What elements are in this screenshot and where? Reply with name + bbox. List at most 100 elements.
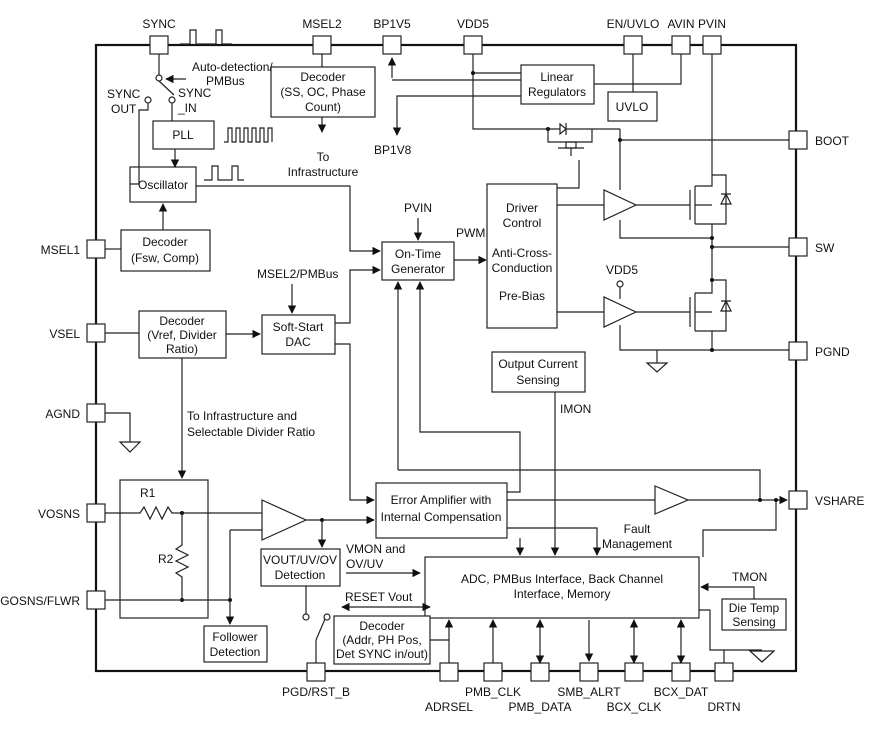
to-infra-divider-line2: Selectable Divider Ratio xyxy=(187,425,315,439)
pin-drtn-label: DRTN xyxy=(707,700,740,714)
pin-adrsel: ADRSEL xyxy=(425,662,473,714)
pin-vdd5: VDD5 xyxy=(457,17,489,55)
soft-start-line1: Soft-Start xyxy=(273,320,324,334)
pin-msel1-label: MSEL1 xyxy=(41,243,81,257)
tmon-label: TMON xyxy=(732,570,767,584)
on-time-line2: Generator xyxy=(391,262,445,276)
vout-det-line2: Detection xyxy=(275,568,326,582)
driver-line2: Control xyxy=(503,216,542,230)
imon-label: IMON xyxy=(560,402,591,416)
sync-out-line1: SYNC xyxy=(107,87,141,101)
pin-gosns: GOSNS/FLWR xyxy=(0,590,106,610)
ocs-line2: Sensing xyxy=(516,373,559,387)
decoder-msel1-line1: Decoder xyxy=(142,235,187,249)
oscillator-block: Oscillator xyxy=(129,166,197,203)
linear-regulators-block: Linear Regulators xyxy=(520,64,595,105)
decoder-msel1-line2: (Fsw, Comp) xyxy=(131,251,199,265)
output-current-sensing-block: Output Current Sensing xyxy=(491,351,586,393)
wires xyxy=(105,54,789,664)
follower-detection-block: Follower Detection xyxy=(203,625,268,663)
error-amplifier-block: Error Amplifier with Internal Compensati… xyxy=(375,482,508,539)
decoder-addr-line3: Det SYNC in/out) xyxy=(336,647,428,661)
pin-pgd-rst: PGD/RST_B xyxy=(282,662,350,699)
decoder-addr-line1: Decoder xyxy=(359,619,404,633)
pin-boot: BOOT xyxy=(788,130,850,150)
follower-line1: Follower xyxy=(212,630,257,644)
pin-msel2-label: MSEL2 xyxy=(302,17,342,31)
pin-vsel-label: VSEL xyxy=(49,327,80,341)
adc-line2: Interface, Memory xyxy=(514,587,611,601)
pin-pgd-rst-label: PGD/RST_B xyxy=(282,685,350,699)
driver-control-block: Driver Control Anti-Cross- Conduction Pr… xyxy=(486,183,558,329)
pin-bcx-dat: BCX_DAT xyxy=(654,662,709,699)
decoder-addr-block: Decoder (Addr, PH Pos, Det SYNC in/out) xyxy=(333,615,431,665)
pin-bcx-clk: BCX_CLK xyxy=(607,662,662,714)
die-temp-line1: Die Temp xyxy=(729,601,780,615)
pin-smb-alrt: SMB_ALRT xyxy=(557,662,621,699)
pin-en-uvlo: EN/UVLO xyxy=(607,17,660,55)
adc-pmbus-block: ADC, PMBus Interface, Back Channel Inter… xyxy=(424,556,700,619)
pll-block: PLL xyxy=(152,120,215,150)
pin-msel2: MSEL2 xyxy=(302,17,342,55)
pin-vdd5-label: VDD5 xyxy=(457,17,489,31)
pin-avin: AVIN xyxy=(667,17,695,55)
r2-label: R2 xyxy=(158,552,174,566)
pin-pgnd: PGND xyxy=(788,341,850,361)
on-time-line1: On-Time xyxy=(395,247,442,261)
pin-en-uvlo-label: EN/UVLO xyxy=(607,17,660,31)
pin-smb-alrt-label: SMB_ALRT xyxy=(557,685,621,699)
pin-vosns: VOSNS xyxy=(38,503,106,523)
auto-detection-line2: PMBus xyxy=(206,74,245,88)
to-infra-divider-line1: To Infrastructure and xyxy=(187,409,297,423)
pin-drtn: DRTN xyxy=(707,662,741,714)
r1-label: R1 xyxy=(140,486,156,500)
vout-detection-block: VOUT/UV/OV Detection xyxy=(260,548,341,587)
decoder-addr-line2: (Addr, PH Pos, xyxy=(342,633,421,647)
bp1v8-label: BP1V8 xyxy=(374,143,412,157)
decoder-msel2-block: Decoder (SS, OC, Phase Count) xyxy=(270,66,376,118)
fault-mgmt-line2: Management xyxy=(602,537,673,551)
pin-bcx-dat-label: BCX_DAT xyxy=(654,685,709,699)
decoder-msel2-line1: Decoder xyxy=(300,70,345,84)
decoder-vsel-line2: (Vref, Divider xyxy=(147,328,217,342)
pin-pmb-clk-label: PMB_CLK xyxy=(465,685,521,699)
decoder-vsel-line1: Decoder xyxy=(159,314,204,328)
resistor-divider-box xyxy=(119,479,209,619)
pvin-internal-label: PVIN xyxy=(404,201,432,215)
decoder-msel1-block: Decoder (Fsw, Comp) xyxy=(120,229,211,272)
pin-agnd: AGND xyxy=(45,403,106,423)
vdd5-internal-label: VDD5 xyxy=(606,263,638,277)
pin-pmb-data-label: PMB_DATA xyxy=(509,700,572,714)
error-amp-line2: Internal Compensation xyxy=(381,510,502,524)
sync-in-line1: SYNC xyxy=(178,86,212,100)
pin-vsel: VSEL xyxy=(49,323,106,343)
pin-sync-label: SYNC xyxy=(142,17,176,31)
pin-gosns-label: GOSNS/FLWR xyxy=(0,594,80,608)
oscillator-label: Oscillator xyxy=(138,178,188,192)
soft-start-line2: DAC xyxy=(285,335,311,349)
error-amp-line1: Error Amplifier with xyxy=(391,493,492,507)
vmon-line2: OV/UV xyxy=(346,557,383,571)
pin-vshare-label: VSHARE xyxy=(815,494,864,508)
pin-bcx-clk-label: BCX_CLK xyxy=(607,700,662,714)
pin-bp1v5-label: BP1V5 xyxy=(373,17,411,31)
driver-line3: Anti-Cross- xyxy=(492,246,552,260)
pin-sw-label: SW xyxy=(815,241,835,255)
decoder-vsel-block: Decoder (Vref, Divider Ratio) xyxy=(138,310,227,359)
vmon-line1: VMON and xyxy=(346,542,405,556)
follower-line2: Detection xyxy=(210,645,261,659)
on-time-generator-block: On-Time Generator xyxy=(381,241,455,281)
die-temp-line2: Sensing xyxy=(732,615,775,629)
pin-avin-label: AVIN xyxy=(667,17,694,31)
ocs-line1: Output Current xyxy=(498,357,578,371)
pin-sw: SW xyxy=(788,237,835,257)
adc-line1: ADC, PMBus Interface, Back Channel xyxy=(461,572,663,586)
pin-pmb-clk: PMB_CLK xyxy=(465,662,521,699)
sync-waveform xyxy=(180,29,232,45)
pin-adrsel-label: ADRSEL xyxy=(425,700,473,714)
pin-bp1v5: BP1V5 xyxy=(373,17,411,55)
decoder-msel2-line2: (SS, OC, Phase xyxy=(280,85,366,99)
fault-mgmt-line1: Fault xyxy=(624,522,651,536)
uvlo-label: UVLO xyxy=(616,100,649,114)
